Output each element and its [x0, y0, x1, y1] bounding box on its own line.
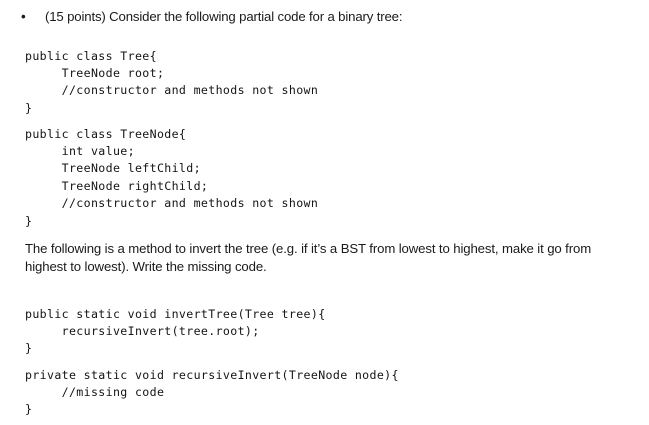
bullet-point-icon: • — [21, 9, 26, 24]
code-line: } — [25, 213, 33, 228]
code-line: int value; — [25, 143, 135, 158]
code-block-inverttree-method: public static void invertTree(Tree tree)… — [25, 306, 326, 358]
code-block-treenode-class: public class TreeNode{ int value; TreeNo… — [25, 126, 318, 230]
instruction-paragraph: The following is a method to invert the … — [25, 241, 592, 274]
code-line: } — [25, 341, 33, 356]
code-block-tree-class: public class Tree{ TreeNode root; //cons… — [25, 48, 318, 118]
code-block-recursiveinvert-method: private static void recursiveInvert(Tree… — [25, 367, 399, 419]
code-line: TreeNode root; — [25, 65, 165, 80]
code-line: } — [25, 402, 33, 417]
code-line: //constructor and methods not shown — [25, 83, 319, 98]
code-line: TreeNode rightChild; — [25, 178, 209, 193]
code-line: //missing code — [25, 384, 165, 399]
code-line: //constructor and methods not shown — [25, 196, 319, 211]
code-line: TreeNode leftChild; — [25, 161, 201, 176]
code-line: public class Tree{ — [25, 48, 157, 63]
code-line: } — [25, 100, 33, 115]
code-line: recursiveInvert(tree.root); — [25, 323, 260, 338]
question-prompt-text: (15 points) Consider the following parti… — [45, 9, 403, 24]
question-bullet-item: • (15 points) Consider the following par… — [0, 8, 640, 25]
code-line: private static void recursiveInvert(Tree… — [25, 367, 399, 382]
code-line: public class TreeNode{ — [25, 126, 187, 141]
code-line: public static void invertTree(Tree tree)… — [25, 306, 326, 321]
